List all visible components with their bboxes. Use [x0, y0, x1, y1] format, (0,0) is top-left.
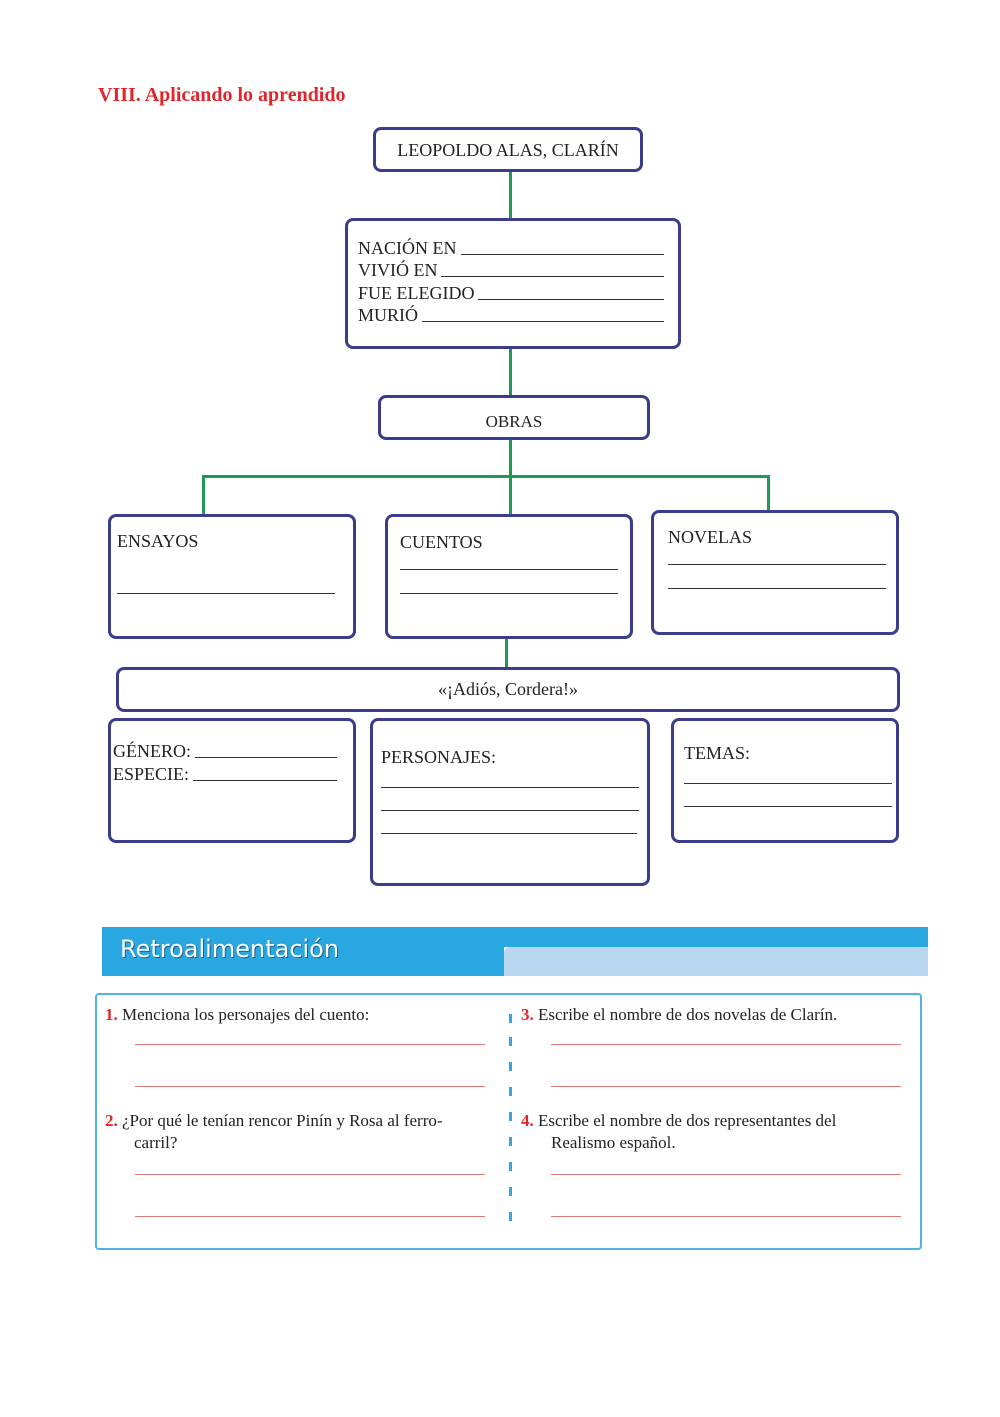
divider-dot — [509, 1162, 512, 1171]
band-light-strip — [504, 947, 928, 976]
novelas-label: NOVELAS — [668, 527, 752, 547]
divider-dot — [509, 1212, 512, 1221]
temas-box: TEMAS: — [671, 718, 899, 843]
question-4: 4. Escribe el nombre de dos representant… — [521, 1110, 916, 1132]
feedback-header-title: Retroalimentación — [120, 935, 340, 963]
answer-1-line-1[interactable] — [135, 1044, 485, 1045]
obras-box: OBRAS — [378, 395, 650, 440]
nacion-blank[interactable] — [460, 254, 664, 255]
connector-cuentos-story — [505, 636, 508, 669]
especie-row: ESPECIE: — [113, 764, 337, 785]
genero-row: GÉNERO: — [113, 741, 337, 762]
question-2-text: ¿Por qué le tenían rencor Pinín y Rosa a… — [122, 1111, 443, 1130]
bio-box: NACIÓN EN VIVIÓ EN FUE ELEGIDO MURIÓ — [345, 218, 681, 349]
question-1: 1. Menciona los personajes del cuento: — [105, 1004, 505, 1026]
novelas-blank-2[interactable] — [668, 588, 886, 589]
bio-label-elegido: FUE ELEGIDO — [358, 283, 475, 303]
personajes-blank-3[interactable] — [381, 833, 637, 834]
personajes-box: PERSONAJES: — [370, 718, 650, 886]
bio-label-vivio: VIVIÓ EN — [358, 260, 438, 280]
ensayos-blank[interactable] — [117, 593, 335, 594]
story-box: «¡Adiós, Cordera!» — [116, 667, 900, 712]
cuentos-blank-1[interactable] — [400, 569, 618, 570]
divider-dot — [509, 1062, 512, 1071]
feedback-questions-box — [95, 993, 922, 1250]
bio-row-murio: MURIÓ — [358, 305, 664, 326]
section-title: VIII. Aplicando lo aprendido — [98, 84, 346, 106]
genero-label: GÉNERO: — [113, 741, 191, 761]
connector-to-novelas — [767, 475, 770, 512]
answer-3-line-1[interactable] — [551, 1044, 901, 1045]
divider-dot — [509, 1087, 512, 1096]
question-4-text-continued: Realismo español. — [551, 1133, 676, 1152]
temas-blank-1[interactable] — [684, 783, 892, 784]
divider-dot — [509, 1037, 512, 1046]
question-2-number: 2. — [105, 1111, 118, 1130]
question-2-text-continued: carril? — [134, 1133, 178, 1152]
band-title-block — [102, 927, 504, 976]
obras-label: OBRAS — [485, 412, 543, 431]
question-3-text: Escribe el nombre de dos novelas de Clar… — [538, 1005, 838, 1024]
bio-label-murio: MURIÓ — [358, 305, 419, 325]
question-1-number: 1. — [105, 1005, 118, 1024]
connector-to-ensayos — [202, 475, 205, 516]
cuentos-label: CUENTOS — [400, 532, 483, 552]
bio-row-vivio: VIVIÓ EN — [358, 260, 664, 281]
temas-label: TEMAS: — [684, 743, 751, 763]
murio-blank[interactable] — [422, 321, 664, 322]
connector-author-bio — [509, 170, 512, 220]
divider-dot — [509, 1187, 512, 1196]
especie-blank[interactable] — [193, 780, 337, 781]
answer-4-line-1[interactable] — [551, 1174, 901, 1175]
ensayos-label: ENSAYOS — [117, 531, 199, 551]
question-3: 3. Escribe el nombre de dos novelas de C… — [521, 1004, 916, 1026]
question-3-number: 3. — [521, 1005, 534, 1024]
author-label: LEOPOLDO ALAS, CLARÍN — [397, 140, 619, 160]
answer-2-line-1[interactable] — [135, 1174, 485, 1175]
answer-3-line-2[interactable] — [551, 1086, 901, 1087]
question-4-text: Escribe el nombre de dos representantes … — [538, 1111, 837, 1130]
cuentos-box: CUENTOS — [385, 514, 633, 639]
ensayos-box: ENSAYOS — [108, 514, 356, 639]
personajes-label: PERSONAJES: — [381, 747, 497, 767]
connector-obras-branch — [202, 475, 770, 478]
especie-label: ESPECIE: — [113, 764, 190, 784]
novelas-box: NOVELAS — [651, 510, 899, 635]
personajes-blank-2[interactable] — [381, 810, 639, 811]
elegido-blank[interactable] — [478, 299, 664, 300]
question-1-text: Menciona los personajes del cuento: — [122, 1005, 370, 1024]
story-title: «¡Adiós, Cordera!» — [438, 679, 578, 699]
answer-4-line-2[interactable] — [551, 1216, 901, 1217]
answer-2-line-2[interactable] — [135, 1216, 485, 1217]
author-box: LEOPOLDO ALAS, CLARÍN — [373, 127, 643, 172]
temas-blank-2[interactable] — [684, 806, 892, 807]
question-4-number: 4. — [521, 1111, 534, 1130]
personajes-blank-1[interactable] — [381, 787, 639, 788]
cuentos-blank-2[interactable] — [400, 593, 618, 594]
answer-1-line-2[interactable] — [135, 1086, 485, 1087]
vivio-blank[interactable] — [441, 276, 664, 277]
bio-row-nacion: NACIÓN EN — [358, 238, 664, 259]
question-2: 2. ¿Por qué le tenían rencor Pinín y Ros… — [105, 1110, 505, 1132]
divider-dot — [509, 1137, 512, 1146]
divider-dot — [509, 1014, 512, 1023]
bio-row-elegido: FUE ELEGIDO — [358, 283, 664, 304]
bio-label-nacion: NACIÓN EN — [358, 238, 457, 258]
genero-blank[interactable] — [195, 757, 337, 758]
connector-bio-obras — [509, 347, 512, 397]
genero-box: GÉNERO: ESPECIE: — [108, 718, 356, 843]
novelas-blank-1[interactable] — [668, 564, 886, 565]
feedback-header-band: Retroalimentación — [102, 927, 928, 977]
divider-dot — [509, 1112, 512, 1121]
